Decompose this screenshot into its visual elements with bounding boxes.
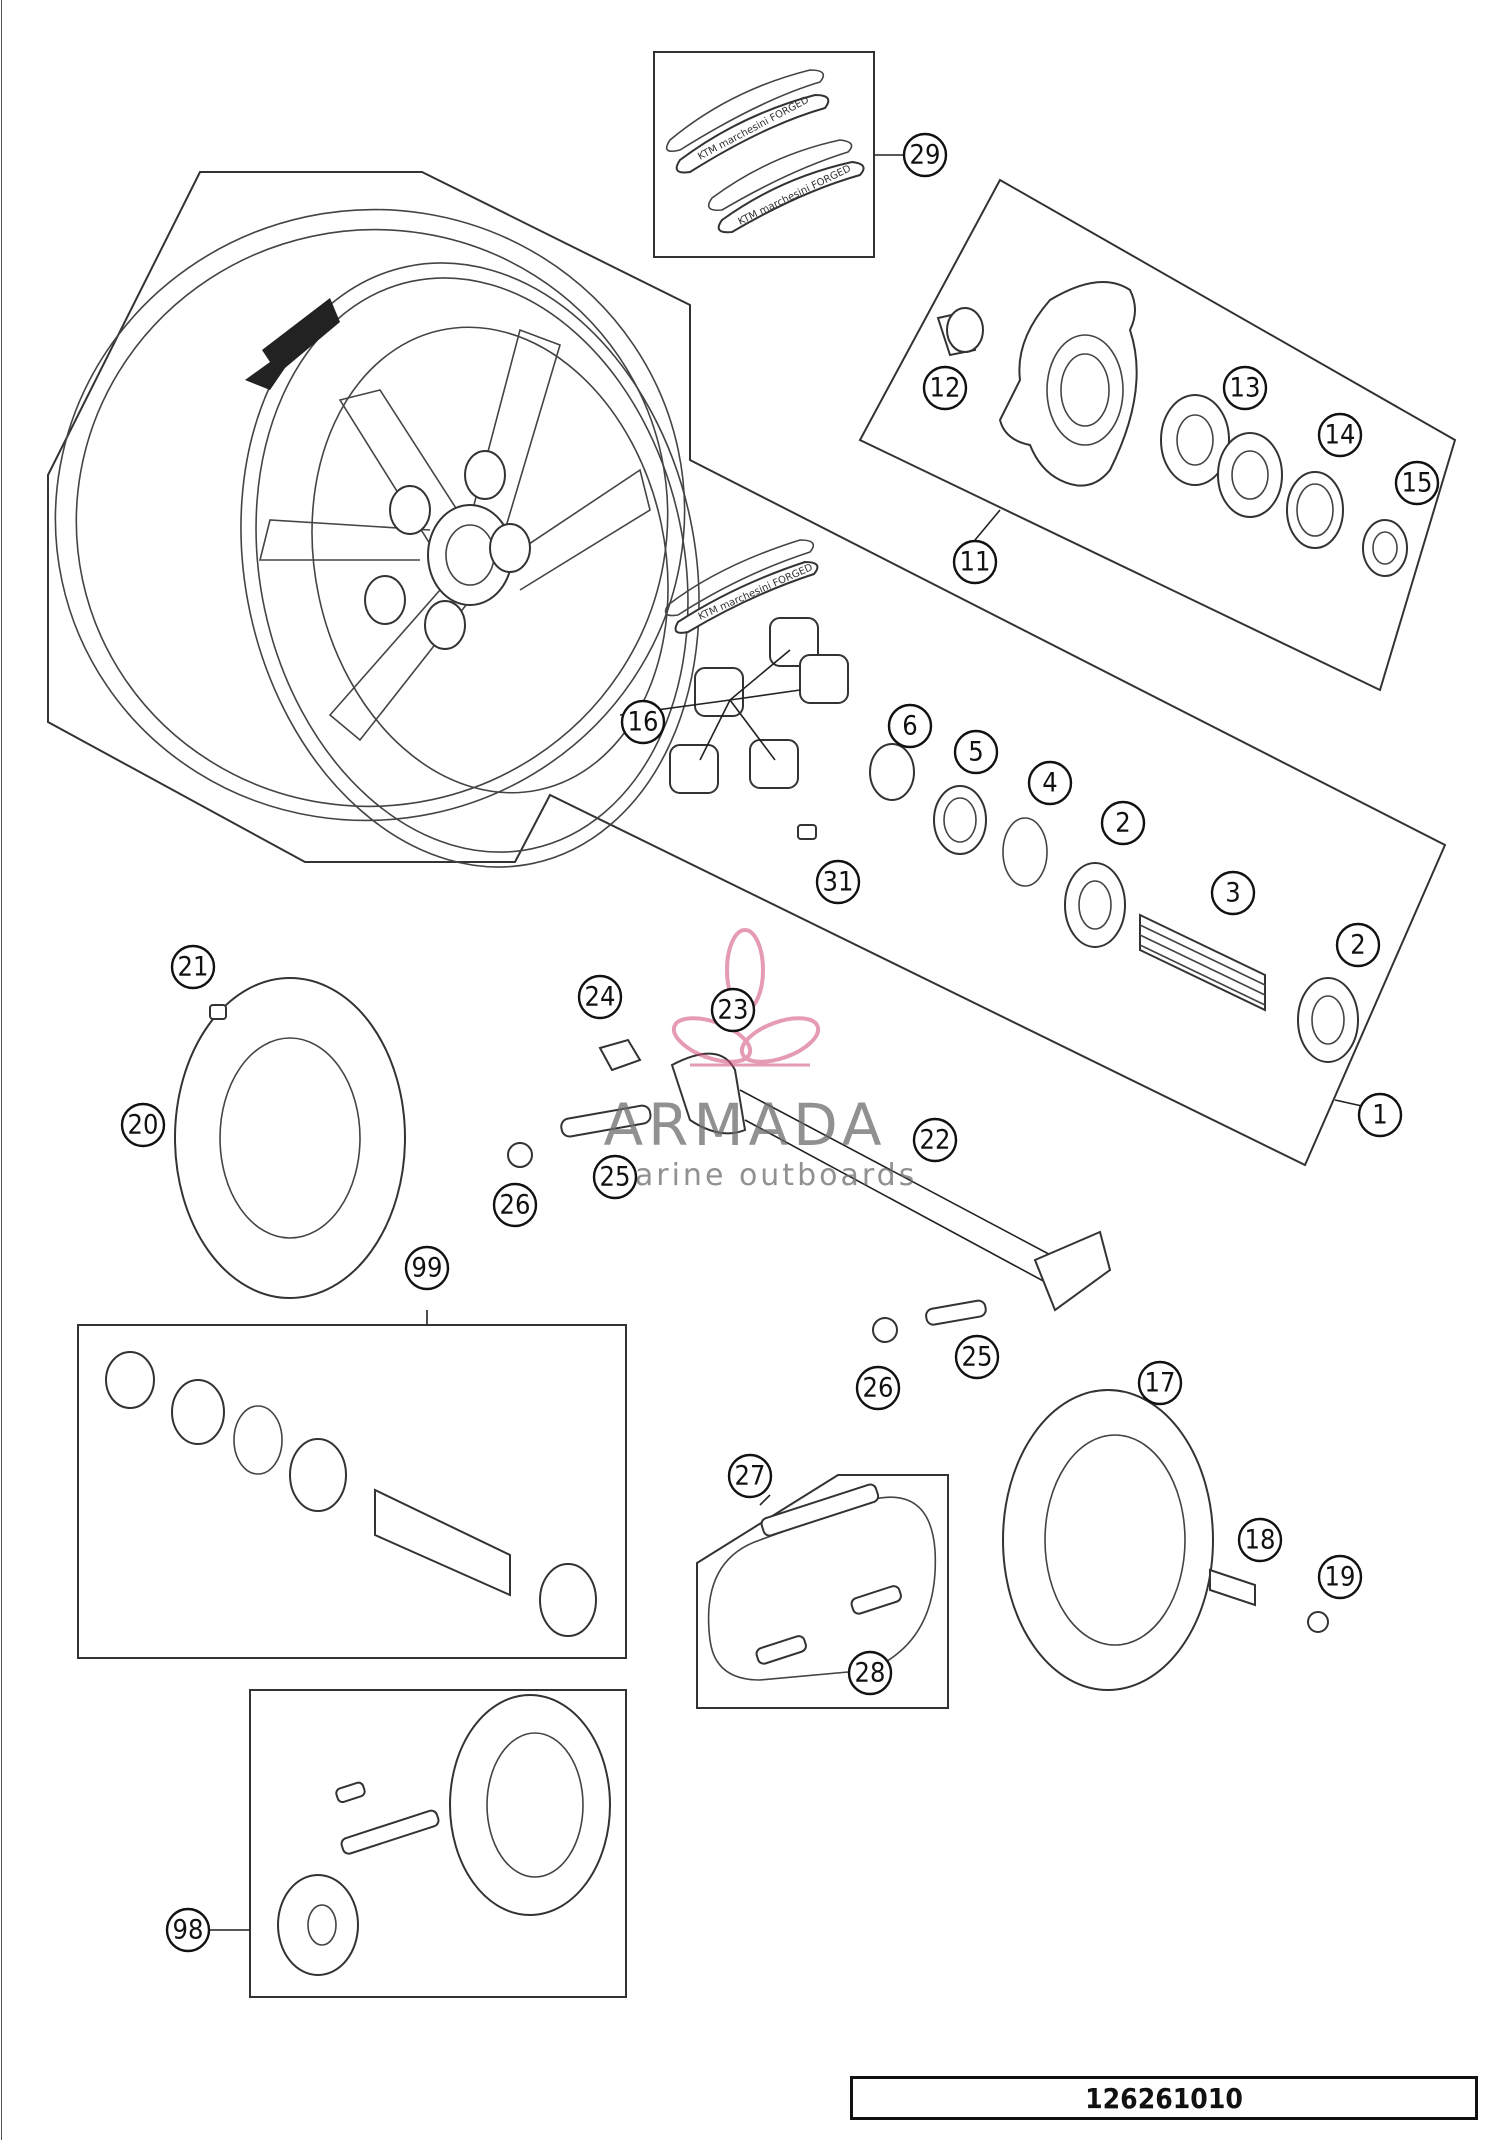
svg-text:28: 28 [855, 1658, 886, 1689]
callout-23: 23 [710, 987, 756, 1033]
svg-text:29: 29 [910, 140, 941, 171]
callout-21: 21 [170, 944, 216, 990]
svg-text:21: 21 [178, 952, 209, 983]
svg-text:25: 25 [962, 1342, 993, 1373]
svg-text:5: 5 [968, 737, 983, 768]
callout-2a: 2 [1100, 800, 1146, 846]
callout-15: 15 [1394, 460, 1440, 506]
svg-text:19: 19 [1325, 1562, 1356, 1593]
page-edge-line [1, 0, 2, 2140]
svg-text:26: 26 [863, 1373, 894, 1404]
callouts: 1 2 2 3 4 5 6 11 12 13 14 15 16 17 18 19… [120, 132, 1440, 1953]
svg-text:14: 14 [1325, 420, 1356, 451]
callout-24: 24 [577, 974, 623, 1020]
sprocket-carrier-assembly [936, 281, 1408, 577]
svg-text:22: 22 [920, 1125, 951, 1156]
callout-26b: 26 [855, 1365, 901, 1411]
svg-text:11: 11 [960, 547, 991, 578]
callout-5: 5 [953, 729, 999, 775]
svg-text:99: 99 [412, 1253, 443, 1284]
rear-wheel [54, 208, 700, 868]
callout-18: 18 [1237, 1517, 1283, 1563]
drive-chain [707, 1483, 937, 1681]
axle-and-adjusters [507, 1038, 1112, 1343]
svg-text:24: 24 [585, 982, 616, 1013]
damper-rubbers [619, 617, 849, 794]
wheel-assembly-frame [47, 171, 1447, 1167]
watermark-tagline: marine outboards [603, 1158, 918, 1193]
rotation-arrow-icon [245, 298, 340, 390]
brake-disc [174, 977, 406, 1299]
decal-kit-frame [653, 51, 875, 258]
bearing-kit-parts [105, 1351, 597, 1637]
callout-25a: 25 [592, 1154, 638, 1200]
svg-text:12: 12 [930, 373, 961, 404]
svg-text:17: 17 [1145, 1368, 1176, 1399]
svg-text:20: 20 [128, 1110, 159, 1141]
bearing-kit-frame [77, 1324, 627, 1659]
svg-text:4: 4 [1042, 768, 1057, 799]
callout-13: 13 [1222, 365, 1268, 411]
chain-frame [696, 1474, 949, 1709]
callout-12: 12 [922, 365, 968, 411]
callout-31: 31 [815, 859, 861, 905]
svg-text:2: 2 [1350, 930, 1365, 961]
callout-27: 27 [727, 1453, 773, 1499]
svg-text:13: 13 [1230, 373, 1261, 404]
svg-text:15: 15 [1402, 468, 1433, 499]
callout-99: 99 [404, 1245, 450, 1291]
svg-text:1: 1 [1372, 1100, 1387, 1131]
callout-98: 98 [165, 1907, 211, 1953]
callout-11: 11 [952, 539, 998, 585]
diagram-code: 126261010 [1085, 2081, 1243, 2115]
callout-2b: 2 [1335, 922, 1381, 968]
svg-text:31: 31 [823, 867, 854, 898]
svg-text:16: 16 [628, 707, 659, 738]
sprocket-carrier-frame [858, 178, 1457, 692]
watermark: ARMADA marine outboards [603, 928, 918, 1193]
svg-text:98: 98 [173, 1915, 204, 1946]
callout-3: 3 [1210, 870, 1256, 916]
svg-text:23: 23 [718, 995, 749, 1026]
decal-text: KTM marchesini FORGED [696, 95, 811, 163]
svg-text:18: 18 [1245, 1525, 1276, 1556]
rear-sprocket [1002, 1389, 1329, 1691]
svg-text:2: 2 [1115, 808, 1130, 839]
svg-text:3: 3 [1225, 878, 1240, 909]
callout-16: 16 [620, 699, 666, 745]
callout-4: 4 [1027, 760, 1073, 806]
drive-kit-frame [249, 1689, 627, 1998]
callout-17: 17 [1137, 1360, 1183, 1406]
diagram-code-box: 126261010 [850, 2076, 1478, 2120]
axle-bearing-stack [797, 743, 1359, 1063]
callout-20: 20 [120, 1102, 166, 1148]
callout-14: 14 [1317, 412, 1363, 458]
svg-text:6: 6 [902, 711, 917, 742]
callout-25b: 25 [954, 1334, 1000, 1380]
drive-kit-parts [277, 1694, 611, 1976]
callout-26a: 26 [492, 1182, 538, 1228]
svg-text:26: 26 [500, 1190, 531, 1221]
watermark-name: ARMADA [603, 1091, 886, 1159]
callout-28: 28 [847, 1650, 893, 1696]
callout-29: 29 [902, 132, 948, 178]
callout-1: 1 [1357, 1092, 1403, 1138]
svg-text:25: 25 [600, 1162, 631, 1193]
callout-22: 22 [912, 1117, 958, 1163]
callout-19: 19 [1317, 1554, 1363, 1600]
svg-text:27: 27 [735, 1461, 766, 1492]
callout-6: 6 [887, 703, 933, 749]
